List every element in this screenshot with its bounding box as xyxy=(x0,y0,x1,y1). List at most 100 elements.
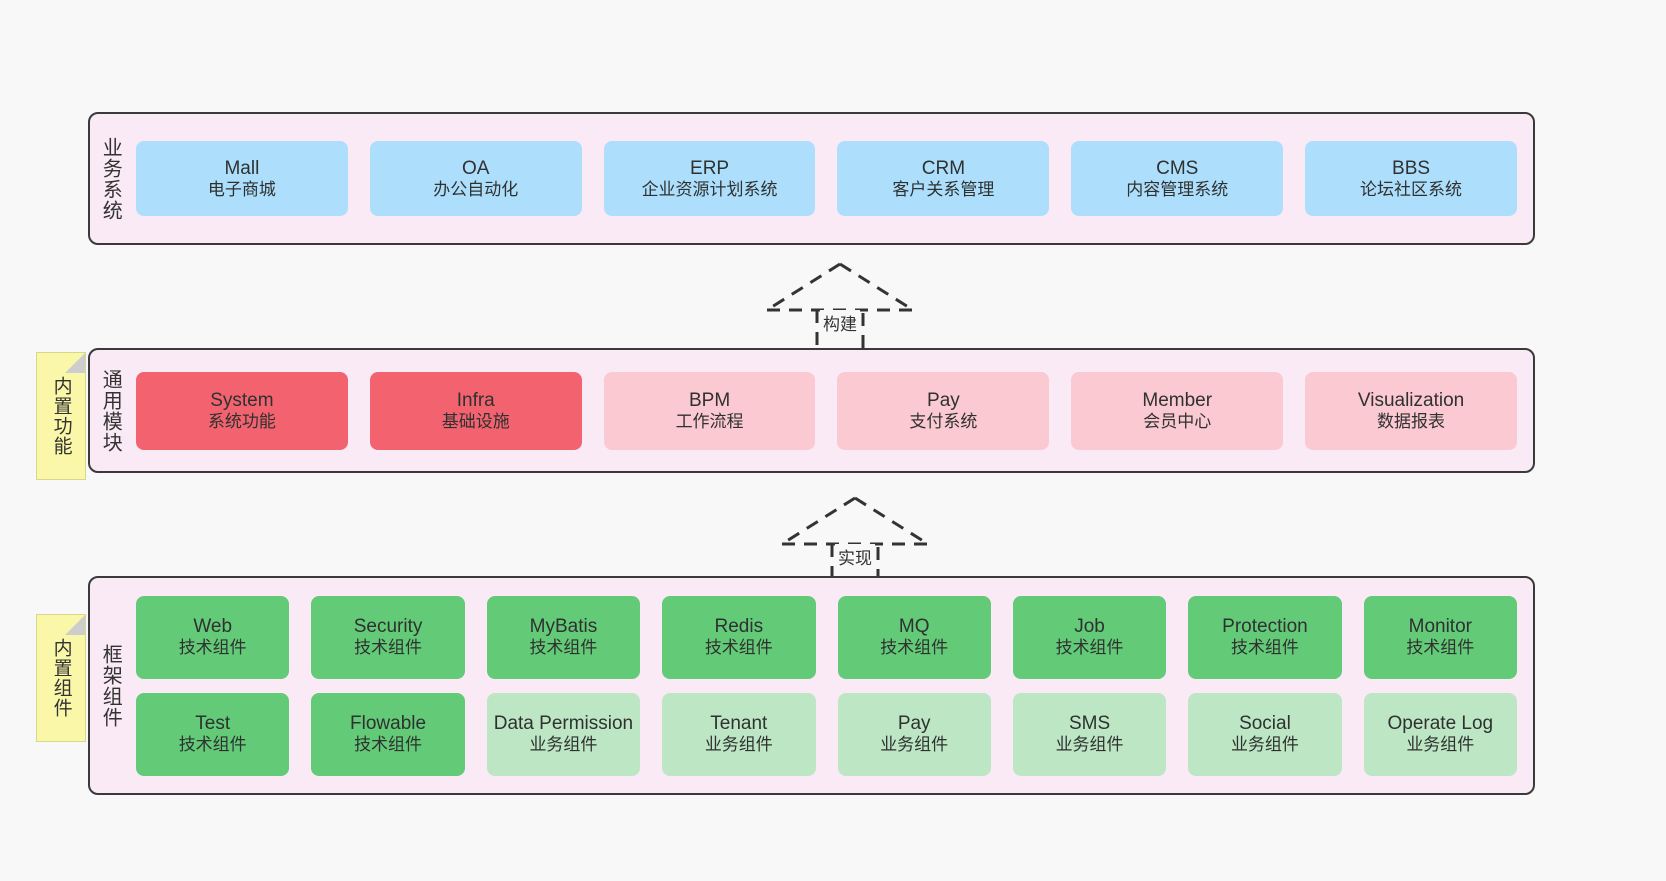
node-tenant[interactable]: Tenant 业务组件 xyxy=(662,692,816,776)
node-title: Redis xyxy=(714,616,764,638)
node-title: OA xyxy=(462,157,490,179)
node-oa[interactable]: OA 办公自动化 xyxy=(369,141,582,216)
node-bbs[interactable]: BBS 论坛社区系统 xyxy=(1305,141,1517,216)
layer-framework-components: 框架组件 Web 技术组件 Security 技术组件 MyBatis 技术组件… xyxy=(88,576,1535,795)
node-subtitle: 技术组件 xyxy=(704,638,773,658)
node-title: Security xyxy=(353,616,423,638)
node-title: CRM xyxy=(921,157,966,179)
node-title: MQ xyxy=(898,616,930,638)
node-title: CMS xyxy=(1156,157,1199,179)
node-subtitle: 业务组件 xyxy=(880,735,949,755)
node-subtitle: 技术组件 xyxy=(529,638,598,658)
layer-body-business: Mall 电子商城 OA 办公自动化 ERP 企业资源计划系统 CRM 客户关系… xyxy=(130,114,1533,243)
node-title: Flowable xyxy=(350,713,427,735)
cell-row: System 系统功能 Infra 基础设施 BPM 工作流程 Pay 支付系统… xyxy=(136,371,1517,450)
node-subtitle: 客户关系管理 xyxy=(892,179,995,199)
node-mybatis[interactable]: MyBatis 技术组件 xyxy=(486,595,641,679)
connector-implement: 实现 xyxy=(775,492,935,587)
layer-label-business: 业务系统 xyxy=(99,136,122,221)
node-title: Web xyxy=(193,616,233,638)
node-title: System xyxy=(210,389,274,411)
node-title: Job xyxy=(1074,616,1105,638)
node-cms[interactable]: CMS 内容管理系统 xyxy=(1071,141,1284,216)
layer-label-common: 通用模块 xyxy=(99,368,122,453)
node-data-permission[interactable]: Data Permission 业务组件 xyxy=(486,692,641,776)
layer-label-framework: 框架组件 xyxy=(99,643,122,728)
node-subtitle: 技术组件 xyxy=(1055,638,1124,658)
node-title: MyBatis xyxy=(529,616,598,638)
node-subtitle: 支付系统 xyxy=(909,411,978,431)
node-member[interactable]: Member 会员中心 xyxy=(1071,371,1284,450)
node-title: Tenant xyxy=(710,713,768,735)
node-pay-component[interactable]: Pay 业务组件 xyxy=(837,692,991,776)
layer-business-systems: 业务系统 Mall 电子商城 OA 办公自动化 ERP 企业资源计划系统 CRM… xyxy=(88,112,1535,245)
node-security[interactable]: Security 技术组件 xyxy=(311,595,465,679)
node-system[interactable]: System 系统功能 xyxy=(136,371,348,450)
node-subtitle: 工作流程 xyxy=(675,411,744,431)
node-title: ERP xyxy=(690,157,730,179)
node-subtitle: 技术组件 xyxy=(354,735,423,755)
node-subtitle: 内容管理系统 xyxy=(1126,179,1229,199)
layer-common-modules: 通用模块 System 系统功能 Infra 基础设施 BPM 工作流程 Pay… xyxy=(88,348,1535,473)
node-monitor[interactable]: Monitor 技术组件 xyxy=(1363,595,1517,679)
node-bpm[interactable]: BPM 工作流程 xyxy=(603,371,816,450)
cell-row: Test 技术组件 Flowable 技术组件 Data Permission … xyxy=(136,692,1517,776)
node-subtitle: 业务组件 xyxy=(1055,735,1124,755)
node-title: BBS xyxy=(1392,157,1431,179)
cell-row: Web 技术组件 Security 技术组件 MyBatis 技术组件 Redi… xyxy=(136,595,1517,679)
node-subtitle: 技术组件 xyxy=(178,735,247,755)
node-title: Data Permission xyxy=(493,713,634,735)
node-social[interactable]: Social 业务组件 xyxy=(1188,692,1342,776)
node-mall[interactable]: Mall 电子商城 xyxy=(136,141,348,216)
connector-label: 实现 xyxy=(835,544,875,569)
node-mq[interactable]: MQ 技术组件 xyxy=(837,595,991,679)
node-title: SMS xyxy=(1068,713,1111,735)
node-title: Protection xyxy=(1222,616,1308,638)
node-subtitle: 业务组件 xyxy=(1406,735,1475,755)
dashed-arrow-up-icon xyxy=(766,262,914,352)
node-erp[interactable]: ERP 企业资源计划系统 xyxy=(603,141,816,216)
cell-row: Mall 电子商城 OA 办公自动化 ERP 企业资源计划系统 CRM 客户关系… xyxy=(136,141,1517,216)
node-test[interactable]: Test 技术组件 xyxy=(136,692,290,776)
node-subtitle: 会员中心 xyxy=(1143,411,1212,431)
node-protection[interactable]: Protection 技术组件 xyxy=(1188,595,1342,679)
connector-build: 构建 xyxy=(760,258,920,353)
node-title: Pay xyxy=(897,713,931,735)
node-title: Test xyxy=(195,713,231,735)
node-title: Infra xyxy=(456,389,495,411)
note-builtin-components: 内置组件 xyxy=(36,614,86,742)
node-title: Visualization xyxy=(1357,389,1465,411)
node-pay[interactable]: Pay 支付系统 xyxy=(837,371,1050,450)
node-subtitle: 办公自动化 xyxy=(433,179,519,199)
node-subtitle: 业务组件 xyxy=(704,735,773,755)
node-web[interactable]: Web 技术组件 xyxy=(136,595,290,679)
node-sms[interactable]: SMS 业务组件 xyxy=(1012,692,1167,776)
node-flowable[interactable]: Flowable 技术组件 xyxy=(311,692,465,776)
node-subtitle: 技术组件 xyxy=(880,638,949,658)
node-operate-log[interactable]: Operate Log 业务组件 xyxy=(1363,692,1517,776)
node-title: Social xyxy=(1239,713,1291,735)
node-subtitle: 电子商城 xyxy=(207,179,276,199)
node-subtitle: 数据报表 xyxy=(1377,411,1446,431)
node-redis[interactable]: Redis 技术组件 xyxy=(662,595,816,679)
node-visualization[interactable]: Visualization 数据报表 xyxy=(1305,371,1517,450)
node-infra[interactable]: Infra 基础设施 xyxy=(369,371,582,450)
node-title: Pay xyxy=(927,389,960,411)
node-subtitle: 业务组件 xyxy=(529,735,598,755)
node-title: Mall xyxy=(224,157,260,179)
node-subtitle: 企业资源计划系统 xyxy=(641,179,778,199)
node-subtitle: 论坛社区系统 xyxy=(1360,179,1463,199)
node-crm[interactable]: CRM 客户关系管理 xyxy=(837,141,1050,216)
node-title: Member xyxy=(1142,389,1213,411)
node-job[interactable]: Job 技术组件 xyxy=(1012,595,1167,679)
node-subtitle: 系统功能 xyxy=(207,411,276,431)
node-subtitle: 业务组件 xyxy=(1230,735,1299,755)
dashed-arrow-up-icon xyxy=(781,496,929,586)
node-subtitle: 技术组件 xyxy=(1230,638,1299,658)
node-subtitle: 技术组件 xyxy=(1406,638,1475,658)
connector-label: 构建 xyxy=(820,310,860,335)
layer-body-framework: Web 技术组件 Security 技术组件 MyBatis 技术组件 Redi… xyxy=(130,578,1533,793)
node-title: BPM xyxy=(688,389,731,411)
layer-body-common: System 系统功能 Infra 基础设施 BPM 工作流程 Pay 支付系统… xyxy=(130,350,1533,471)
